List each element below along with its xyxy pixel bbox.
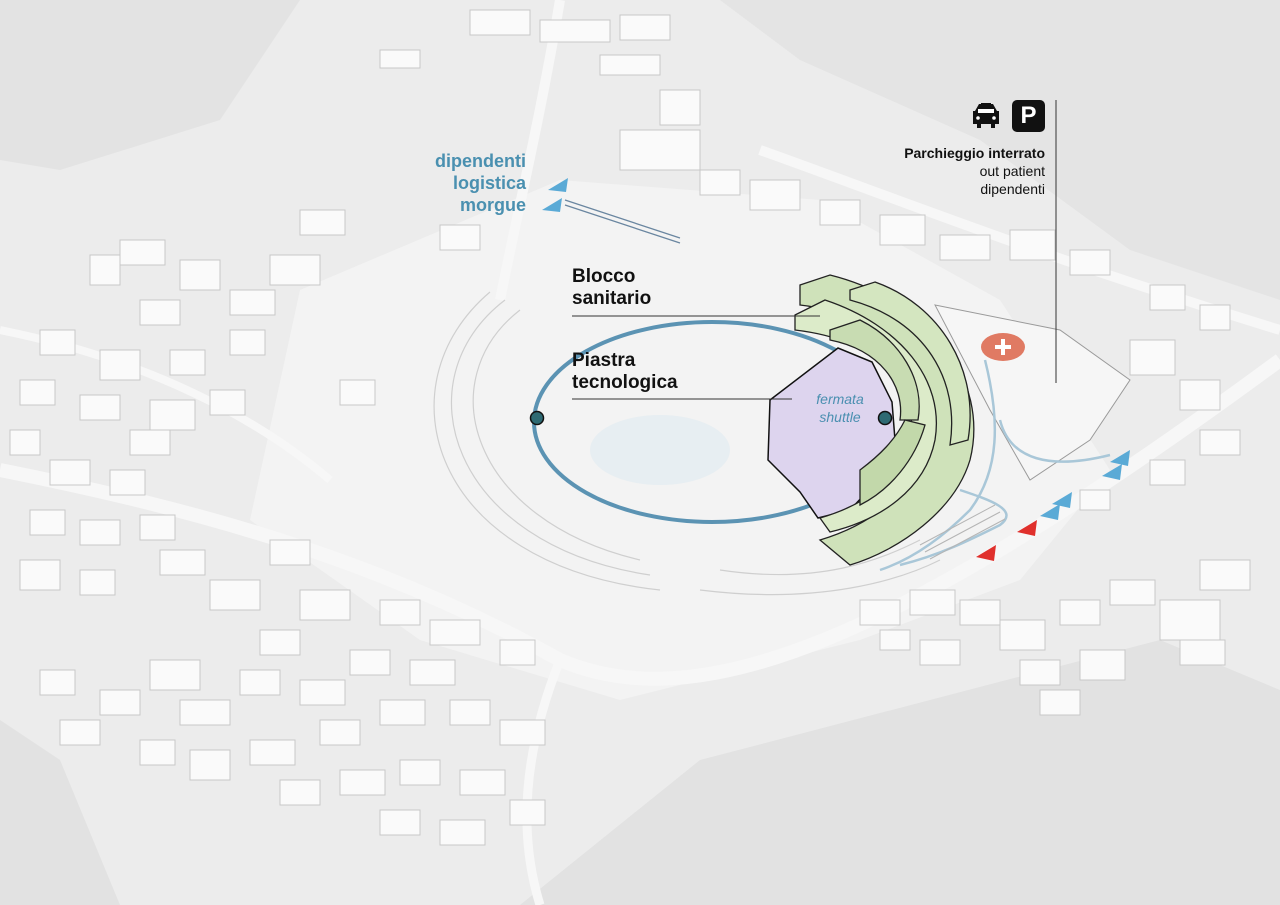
- road-south: [522, 658, 565, 905]
- parking-line2: dipendenti: [980, 181, 1045, 197]
- access-line3: morgue: [459, 195, 526, 215]
- blocco-sanitario-label: Blocco sanitario: [572, 266, 651, 310]
- access-roads: [879, 359, 1111, 572]
- piastra-tecnologica-label: Piastra tecnologica: [572, 350, 678, 394]
- leader-lines: [572, 100, 1057, 400]
- access-arrows-red: [976, 520, 1037, 561]
- access-arrows-blue: [542, 178, 1130, 520]
- field-bottom-left: [0, 720, 120, 905]
- blocco-label-line2: sanitario: [572, 288, 652, 309]
- field-bottom-right: [520, 640, 1280, 905]
- fermata-shuttle-label: fermata shuttle: [800, 390, 880, 426]
- parking-icon: [1012, 100, 1045, 132]
- service-access-label: dipendenti logistica morgue: [400, 150, 526, 216]
- city-blocks: [9, 9, 1251, 846]
- road-main: [0, 354, 1280, 686]
- blocco-sanitario: [794, 274, 975, 566]
- parking-line1: out patient: [979, 163, 1045, 179]
- road-north: [495, 0, 565, 301]
- field-top: [720, 0, 1280, 300]
- service-road: [564, 199, 681, 244]
- parking-title: Parchieggio interrato: [904, 145, 1045, 161]
- plaza-rings: [433, 291, 941, 596]
- fermata-label-line2: shuttle: [819, 409, 861, 425]
- parking-letter: P: [1020, 102, 1037, 129]
- blocco-label-line1: Blocco: [572, 266, 636, 287]
- shuttle-stop-marker: [877, 410, 893, 426]
- piastra-label-line1: Piastra: [572, 350, 636, 371]
- hospital-cross-v: [1001, 339, 1005, 355]
- access-line2: logistica: [452, 173, 526, 193]
- parking-label: Parchieggio interrato out patient dipend…: [840, 144, 1045, 198]
- fermata-label-line1: fermata: [816, 391, 864, 407]
- plaza-shadow: [590, 415, 730, 485]
- access-line1: dipendenti: [435, 151, 526, 171]
- shuttle-stop-marker: [529, 410, 545, 426]
- parking-stripes: [919, 504, 1006, 560]
- piastra-label-line2: tecnologica: [572, 372, 678, 393]
- field-left: [0, 0, 300, 170]
- taxi-icon: [973, 103, 999, 128]
- road-east: [758, 145, 1280, 335]
